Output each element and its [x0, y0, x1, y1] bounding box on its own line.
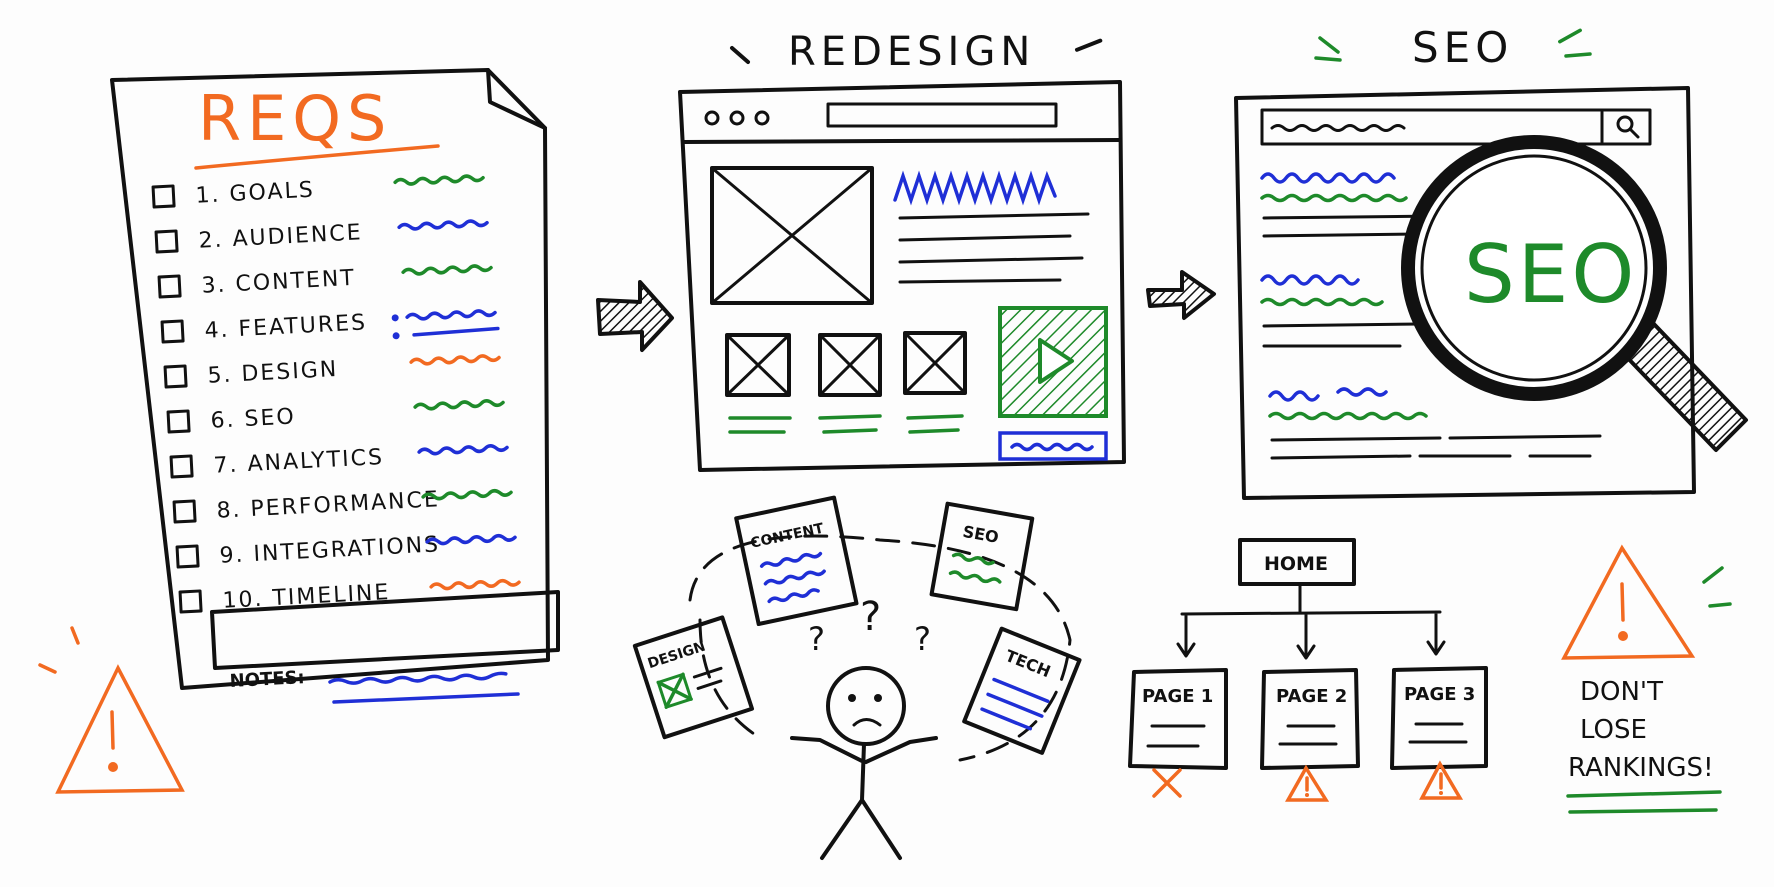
flow-arrow-2-icon [1146, 270, 1216, 320]
req-checkbox[interactable] [160, 319, 185, 344]
req-label: 3. CONTENT [201, 266, 356, 299]
req-item: 7. ANALYTICS [169, 444, 509, 479]
magnifying-glass-icon: SEO [1401, 135, 1748, 452]
req-checkbox[interactable] [163, 364, 188, 389]
question-mark-2: ? [860, 594, 881, 640]
juggle-card-content: CONTENT [734, 495, 859, 627]
req-note-scribble [405, 309, 497, 321]
req-item: 1. GOALS [151, 174, 485, 209]
req-label: 9. INTEGRATIONS [219, 532, 441, 569]
page-1-label: PAGE 1 [1142, 686, 1213, 707]
sitemap-diagram: HOME PAGE 1 PAGE 2 PAGE 3 [1128, 538, 1488, 802]
req-note-scribble [397, 219, 489, 231]
req-label: 1. GOALS [195, 178, 315, 209]
thumbnail-image-icon [725, 331, 967, 397]
req-checkbox[interactable] [166, 409, 191, 434]
req-note-scribble [425, 533, 517, 546]
req-checkbox[interactable] [169, 454, 194, 479]
req-item: 8. PERFORMANCE [172, 487, 513, 524]
req-note-scribble [401, 264, 493, 276]
sitemap-page-1: PAGE 1 [1128, 668, 1228, 798]
video-placeholder-icon [998, 306, 1108, 418]
page-2-label: PAGE 2 [1276, 686, 1347, 707]
req-label: 2. AUDIENCE [198, 220, 363, 254]
flow-arrow-1-icon [596, 280, 674, 352]
req-item: 9. INTEGRATIONS [175, 532, 517, 569]
warning-line-1: DON'T [1580, 677, 1663, 707]
req-note-scribble [417, 444, 509, 456]
warning-triangle-left-icon [38, 626, 185, 794]
page-3-label: PAGE 3 [1404, 684, 1475, 705]
card-label-content: CONTENT [749, 521, 825, 552]
juggle-card-design: DESIGN [632, 615, 755, 740]
page-2-warning-icon [1285, 764, 1330, 802]
req-item: 4. FEATURES [160, 309, 500, 344]
reqs-title: REQS [198, 82, 392, 155]
req-checkbox[interactable] [157, 274, 182, 299]
req-checkbox[interactable] [154, 229, 179, 254]
warning-line-2: LOSE [1580, 715, 1647, 745]
juggle-card-seo: SEO [929, 501, 1035, 612]
card-label-seo: SEO [961, 522, 1000, 547]
rankings-warning: DON'T LOSE RANKINGS! [1561, 544, 1732, 814]
req-item: 2. AUDIENCE [154, 219, 489, 254]
requirements-document: REQS 1. GOALS 2. AUDIENCE 3. CONTENT 4. FEA… [110, 68, 560, 704]
page-3-warning-icon [1419, 760, 1464, 800]
warning-triangle-right-icon [1561, 544, 1696, 660]
requirements-list: 1. GOALS 2. AUDIENCE 3. CONTENT 4. FEATURES… [151, 174, 521, 614]
req-checkbox[interactable] [172, 499, 197, 524]
req-label: 7. ANALYTICS [213, 445, 385, 479]
warning-line-3: RANKINGS! [1568, 753, 1714, 783]
sitemap-home: HOME [1264, 553, 1328, 575]
req-item: 3. CONTENT [157, 264, 493, 299]
sitemap-page-3: PAGE 3 [1390, 666, 1488, 800]
req-note-scribble [393, 174, 485, 186]
overwhelmed-figure: ? ? ? CONTENT SEO DESIGN TECH [632, 495, 1082, 860]
req-checkbox[interactable] [178, 589, 203, 614]
redesign-section: REDESIGN [678, 29, 1126, 472]
redesign-title: REDESIGN [788, 29, 1035, 75]
seo-lens-text: SEO [1464, 228, 1637, 321]
seo-section: SEO SEO [1234, 23, 1748, 500]
req-item: 6. SEO [166, 399, 505, 434]
search-icon[interactable] [1616, 115, 1640, 139]
notes-box: NOTES: [210, 590, 560, 704]
req-checkbox[interactable] [151, 184, 176, 209]
question-mark-3: ? [914, 620, 931, 658]
req-note-scribble [421, 489, 513, 501]
req-note-scribble [413, 399, 505, 411]
req-label: 6. SEO [210, 404, 296, 433]
req-item: 5. DESIGN [163, 354, 501, 389]
req-label: 8. PERFORMANCE [216, 487, 440, 524]
broken-page-x-icon [1152, 768, 1182, 798]
req-label: 4. FEATURES [204, 310, 368, 343]
notes-label: NOTES: [229, 667, 305, 692]
card-label-tech: TECH [1003, 646, 1054, 681]
seo-title: SEO [1412, 23, 1513, 72]
req-checkbox[interactable] [175, 544, 200, 569]
card-label-design: DESIGN [646, 639, 708, 673]
question-mark-1: ? [808, 620, 825, 658]
req-note-scribble [429, 578, 521, 591]
req-note-scribble [409, 354, 501, 366]
req-label: 5. DESIGN [207, 357, 339, 389]
sitemap-page-2: PAGE 2 [1260, 668, 1360, 802]
